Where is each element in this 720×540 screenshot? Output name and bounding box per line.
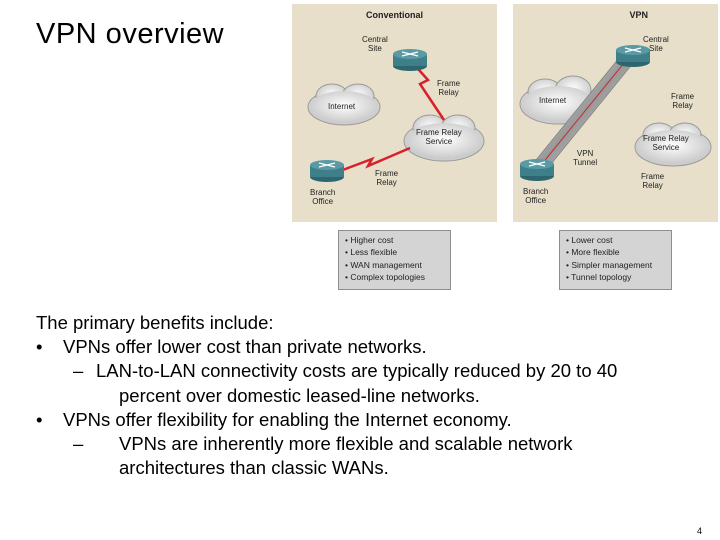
dash-icon: – bbox=[73, 433, 84, 455]
sub-bullet-item: – LAN-to-LAN connectivity costs are typi… bbox=[36, 359, 696, 383]
branch-office-router-icon bbox=[520, 159, 554, 181]
bullet-icon: • bbox=[36, 408, 43, 430]
slide-title: VPN overview bbox=[36, 18, 225, 50]
intro-text: The primary benefits include: bbox=[36, 312, 274, 333]
conventional-note: • Higher cost bbox=[345, 235, 394, 245]
vpn-tunnel-label: VPN Tunnel bbox=[573, 149, 598, 167]
vpn-notes-box: • Lower cost • More flexible • Simpler m… bbox=[559, 230, 672, 290]
dash-icon: – bbox=[73, 360, 84, 382]
central-site-label: Central Site bbox=[362, 35, 388, 53]
sub-bullet-text: LAN-to-LAN connectivity costs are typica… bbox=[96, 359, 617, 383]
sub-bullet-line: VPNs are inherently more flexible and sc… bbox=[119, 433, 573, 455]
bullet-item: • VPNs offer lower cost than private net… bbox=[36, 335, 696, 359]
bullet-text: VPNs offer flexibility for enabling the … bbox=[63, 408, 512, 430]
branch-office-router-icon bbox=[310, 160, 344, 182]
vpn-note: • Tunnel topology bbox=[566, 272, 632, 283]
frame-relay-link-bottom bbox=[331, 146, 411, 176]
conventional-heading: Conventional bbox=[365, 10, 423, 20]
benefits-text: The primary benefits include: • VPNs off… bbox=[36, 311, 696, 480]
sub-bullet-line: architectures than classic WANs. bbox=[119, 457, 389, 479]
sub-bullet-line: percent over domestic leased-line networ… bbox=[119, 384, 480, 406]
frame-relay-bottom-label: Frame Relay bbox=[375, 169, 399, 187]
conventional-note: • Less flexible bbox=[345, 247, 398, 258]
frame-relay-service-cloud-icon bbox=[634, 122, 712, 167]
bullet-icon: • bbox=[36, 336, 43, 358]
vpn-diagram-graphic bbox=[519, 45, 712, 181]
sub-bullet-continuation: architectures than classic WANs. bbox=[36, 456, 696, 480]
vpn-note: • Lower cost bbox=[566, 235, 613, 245]
conventional-note: • Complex topologies bbox=[345, 272, 425, 283]
vpn-diagram: VPN Central Site Internet Frame Relay Fr… bbox=[513, 4, 718, 222]
central-site-router-icon bbox=[616, 45, 650, 67]
internet-label: Internet bbox=[328, 102, 356, 111]
bullet-text: VPNs offer lower cost than private netwo… bbox=[63, 336, 427, 358]
sub-bullet-line: LAN-to-LAN connectivity costs are typica… bbox=[96, 360, 618, 382]
frame-relay-service-label: Frame Relay Service bbox=[416, 128, 462, 146]
frame-relay-top-label: Frame Relay bbox=[671, 92, 695, 110]
conventional-diagram: Conventional Central Site Internet Frame… bbox=[292, 4, 497, 222]
frame-relay-service-cloud-icon bbox=[403, 114, 485, 162]
internet-cloud-icon bbox=[307, 83, 381, 126]
branch-office-label: Branch Office bbox=[523, 187, 549, 205]
sub-bullet-continuation: percent over domestic leased-line networ… bbox=[36, 384, 696, 408]
bullet-item: • VPNs offer flexibility for enabling th… bbox=[36, 408, 696, 432]
internet-label: Internet bbox=[539, 96, 567, 105]
vpn-note: • More flexible bbox=[566, 247, 620, 258]
vpn-note: • Simpler management bbox=[566, 259, 653, 270]
page-number: 4 bbox=[696, 526, 702, 536]
sub-bullet-item: – VPNs are inherently more flexible and … bbox=[36, 432, 696, 456]
branch-office-label: Branch Office bbox=[310, 188, 336, 206]
frame-relay-bottom-label: Frame Relay bbox=[641, 172, 665, 190]
conventional-diagram-graphic bbox=[307, 49, 485, 182]
conventional-note: • WAN management bbox=[345, 259, 422, 270]
central-site-label: Central Site bbox=[643, 35, 669, 53]
vpn-heading: VPN bbox=[629, 10, 648, 20]
frame-relay-service-label: Frame Relay Service bbox=[643, 134, 689, 152]
frame-relay-top-label: Frame Relay bbox=[437, 79, 461, 97]
conventional-notes-box: • Higher cost • Less flexible • WAN mana… bbox=[338, 230, 451, 290]
central-site-router-icon bbox=[393, 49, 427, 71]
